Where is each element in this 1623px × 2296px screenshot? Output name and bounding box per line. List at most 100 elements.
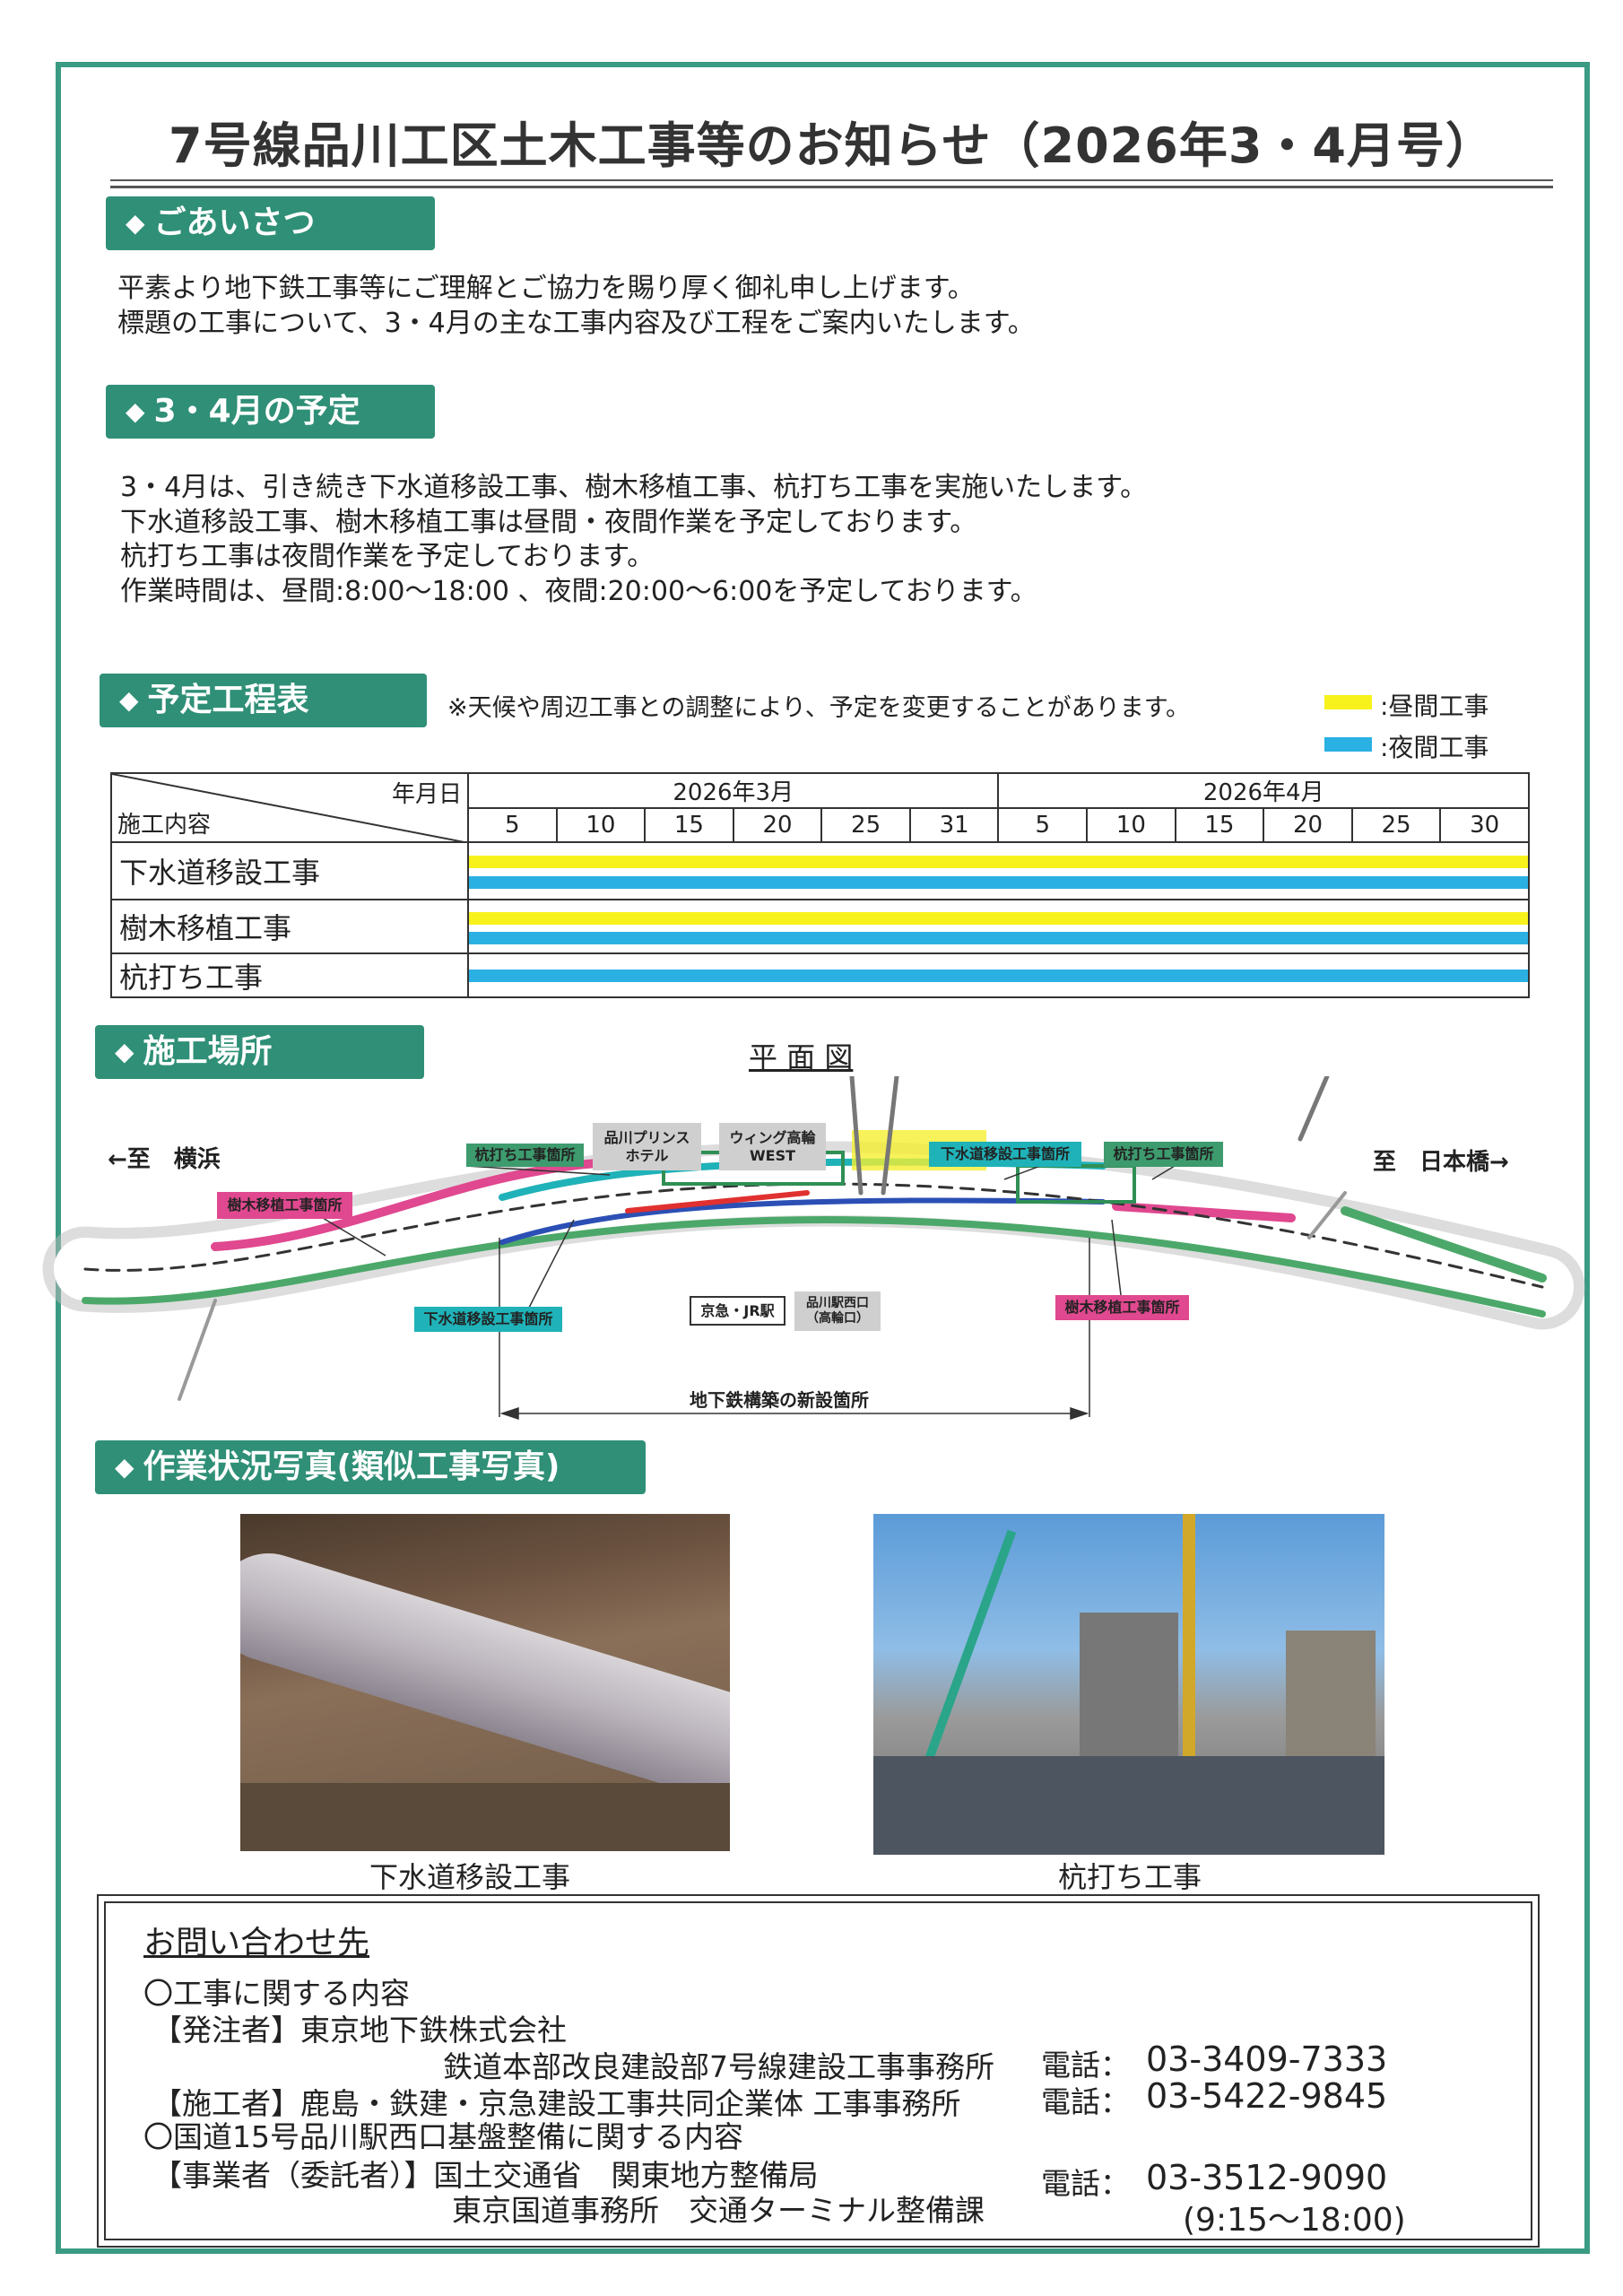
map-label-sewer-site: 下水道移設工事箇所 [929, 1142, 1081, 1167]
diamond-icon: ◆ [119, 685, 139, 715]
contact-section: 〇工事に関する内容 [143, 1976, 410, 2011]
contact-client-office: 東京国道事務所 交通ターミナル整備課 [452, 2193, 985, 2228]
map-label-tree-site: 樹木移植工事箇所 [217, 1192, 352, 1219]
map-label-west-exit: 品川駅西口 （高輪口） [794, 1292, 881, 1331]
day-header: 30 [1439, 807, 1530, 843]
plan-header: ◆ 3・4月の予定 [106, 385, 435, 439]
day-header: 31 [908, 807, 1000, 843]
map-label-wing-takanawa: ウィング高輪 WEST [719, 1123, 826, 1170]
greeting-line: 平素より地下鉄工事等にご理解とご協力を賜り厚く御礼申し上げます。 [117, 273, 975, 304]
page-title: 7号線品川工区土木工事等のお知らせ（2026年3・4月号） [169, 117, 1495, 174]
photos-header: ◆ 作業状況写真(類似工事写真) [95, 1440, 646, 1494]
day-header: 15 [1174, 807, 1265, 843]
tel-label: 電話： [1041, 2084, 1130, 2119]
title-rule [110, 179, 1553, 181]
work-name: 下水道移設工事 [110, 841, 469, 900]
schedule-header-label: 予定工程表 [147, 682, 309, 718]
direction-yokohama: ←至 横浜 [108, 1146, 221, 1173]
building-shape [1080, 1613, 1178, 1765]
page-border [56, 62, 1590, 2254]
diamond-icon: ◆ [115, 1037, 135, 1066]
photo-caption: 杭打ち工事 [1057, 1860, 1202, 1894]
map-label-prince-hotel: 品川プリンス ホテル [593, 1123, 701, 1170]
legend-night-label: :夜間工事 [1380, 733, 1489, 762]
tel-hours: (9:15～18:00) [1183, 2202, 1406, 2239]
greeting-header: ◆ ごあいさつ [106, 196, 435, 250]
day-shift-bar [469, 911, 1528, 925]
night-shift-bar [469, 876, 1528, 890]
contact-section: 〇国道15号品川駅西口基盤整備に関する内容 [143, 2119, 743, 2154]
day-header: 25 [820, 807, 911, 843]
schedule-note: ※天候や周辺工事との調整により、予定を変更することがあります。 [447, 694, 1191, 722]
plan-header-label: 3・4月の予定 [153, 393, 360, 430]
tel-number: 03-3512-9090 [1146, 2158, 1388, 2197]
schedule-bars [467, 899, 1530, 954]
title-rule [110, 186, 1553, 188]
schedule-header: ◆ 予定工程表 [100, 674, 427, 727]
night-shift-bar [469, 931, 1528, 944]
tel-number: 03-5422-9845 [1146, 2076, 1388, 2116]
table-corner: 年月日 施工内容 [110, 772, 469, 843]
plan-line: 杭打ち工事は夜間作業を予定しております。 [120, 541, 655, 572]
contact-builder: 【施工者】鹿島・鉄建・京急建設工事共同企業体 工事事務所 [152, 2086, 961, 2121]
work-name: 杭打ち工事 [110, 952, 469, 998]
plan-line: 下水道移設工事、樹木移植工事は昼間・夜間作業を予定しております。 [120, 507, 977, 538]
greeting-header-label: ごあいさつ [153, 204, 316, 241]
pile-driver-shape [1183, 1514, 1195, 1810]
tel-label: 電話： [1041, 2048, 1130, 2083]
pipe-shape [240, 1540, 730, 1811]
contact-title: お問い合わせ先 [143, 1925, 370, 1961]
contact-orderer-office: 鉄道本部改良建設部7号線建設工事事務所 [443, 2049, 994, 2084]
day-header: 25 [1350, 807, 1442, 843]
day-header: 5 [467, 807, 558, 843]
night-shift-bar [469, 969, 1528, 982]
site-header: ◆ 施工場所 [95, 1025, 424, 1079]
work-name: 樹木移植工事 [110, 899, 469, 954]
sewer-work-photo [240, 1514, 730, 1851]
direction-nihonbashi: 至 日本橋→ [1373, 1149, 1509, 1176]
diamond-icon: ◆ [126, 396, 145, 426]
legend-day-label: :昼間工事 [1380, 691, 1489, 721]
schedule-bars [467, 952, 1530, 998]
map-title: 平 面 図 [749, 1040, 854, 1074]
plan-line: 作業時間は、昼間:8:00～18:00 、夜間:20:00～6:00を予定してお… [120, 576, 1037, 607]
day-header: 10 [1086, 807, 1176, 843]
month-header: 2026年3月 [466, 772, 1000, 809]
map-label-station: 京急・JR駅 [690, 1296, 785, 1326]
corner-diagonal [112, 774, 469, 843]
photos-header-label: 作業状況写真(類似工事写真) [143, 1448, 560, 1485]
contact-box [97, 1894, 1540, 2248]
photo-caption: 下水道移設工事 [369, 1860, 570, 1894]
greeting-line: 標題の工事について、3・4月の主な工事内容及び工程をご案内いたします。 [117, 308, 1035, 339]
map-label-tree-site: 樹木移植工事箇所 [1055, 1295, 1189, 1320]
diamond-icon: ◆ [126, 208, 145, 238]
day-header: 20 [1263, 807, 1353, 843]
day-shift-bar [469, 855, 1528, 868]
diamond-icon: ◆ [115, 1452, 135, 1482]
corner-date-label: 年月日 [391, 781, 462, 808]
day-header: 10 [555, 807, 647, 843]
corner-work-label: 施工内容 [117, 812, 212, 839]
new-section-label: 地下鉄構築の新設箇所 [690, 1389, 869, 1411]
legend-night-swatch [1324, 737, 1372, 752]
map-label-pile-site: 杭打ち工事箇所 [1104, 1142, 1223, 1167]
map-label-pile-site: 杭打ち工事箇所 [466, 1144, 584, 1167]
tel-label: 電話： [1041, 2166, 1130, 2201]
building-shape [1286, 1631, 1376, 1765]
legend-day-swatch [1324, 695, 1372, 709]
month-header: 2026年4月 [997, 772, 1530, 809]
site-header-label: 施工場所 [143, 1033, 273, 1070]
day-header: 5 [997, 807, 1089, 843]
tel-number: 03-3409-7333 [1146, 2039, 1388, 2079]
contact-orderer: 【発注者】東京地下鉄株式会社 [152, 2013, 567, 2048]
map-label-sewer-site: 下水道移設工事箇所 [414, 1307, 562, 1332]
contact-client: 【事業者（委託者）】国土交通省 関東地方整備局 [152, 2158, 819, 2193]
ground-shape [240, 1783, 730, 1851]
ground-shape [873, 1756, 1384, 1855]
schedule-bars [467, 841, 1530, 900]
plan-line: 3・4月は、引き続き下水道移設工事、樹木移植工事、杭打ち工事を実施いたします。 [120, 472, 1148, 503]
day-header: 20 [732, 807, 823, 843]
pile-driving-photo [873, 1514, 1384, 1855]
day-header: 15 [644, 807, 734, 843]
